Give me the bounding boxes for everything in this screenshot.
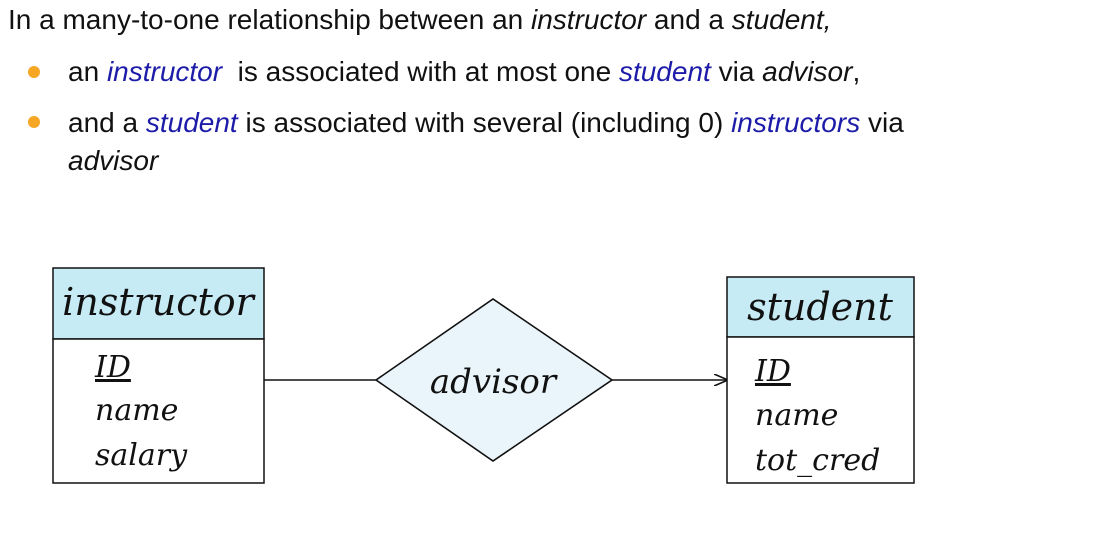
relationship-advisor-name: advisor bbox=[430, 362, 558, 402]
entity-instructor: instructor ID name salary bbox=[52, 267, 265, 484]
entity-instructor-attribute-salary: salary bbox=[95, 438, 188, 473]
entity-instructor-name: instructor bbox=[62, 280, 256, 324]
entity-student-key-attribute: ID bbox=[754, 354, 791, 389]
bullet2-instructors: instructors bbox=[731, 107, 861, 138]
bullet2-text-1: and a bbox=[68, 107, 146, 138]
entity-instructor-key-attribute: ID bbox=[94, 350, 131, 385]
entity-instructor-body bbox=[52, 338, 265, 484]
intro-entity-student: student, bbox=[731, 4, 832, 35]
bullet-dot-icon bbox=[28, 116, 40, 128]
bullet1-text-3: via bbox=[710, 56, 763, 87]
intro-prefix: In a many-to-one relationship between an bbox=[8, 4, 531, 35]
bullet2-text-2: is associated with several (including 0) bbox=[237, 107, 732, 138]
entity-student-body bbox=[726, 336, 915, 484]
bullet1-student: student bbox=[618, 56, 711, 87]
entity-student-attribute-tot-cred: tot_cred bbox=[755, 443, 880, 478]
bullet1-text-4: , bbox=[852, 56, 861, 87]
bullet1-text-1: an bbox=[68, 56, 107, 87]
intro-sentence: In a many-to-one relationship between an… bbox=[8, 4, 831, 36]
bullet2-student: student bbox=[145, 107, 238, 138]
bullet-dot-icon bbox=[28, 66, 40, 78]
bullet2-text-3: via bbox=[860, 107, 912, 138]
entity-student-name: student bbox=[747, 285, 894, 329]
bullet1-instructor: instructor bbox=[106, 56, 223, 87]
bullet-list: an instructor is associated with at most… bbox=[28, 54, 1068, 194]
bullet2-advisor: advisor bbox=[68, 145, 159, 176]
entity-instructor-attribute-name: name bbox=[95, 393, 178, 428]
intro-middle: and a bbox=[646, 4, 732, 35]
bullet-item-student: and a student is associated with several… bbox=[28, 104, 1068, 180]
bullet-item-instructor: an instructor is associated with at most… bbox=[28, 54, 1068, 90]
bullet1-advisor: advisor bbox=[762, 56, 853, 87]
intro-entity-instructor: instructor bbox=[531, 4, 647, 35]
entity-student: student ID name tot_cred bbox=[726, 276, 915, 484]
bullet1-text-2: is associated with at most one bbox=[222, 56, 619, 87]
entity-student-header bbox=[726, 276, 915, 338]
relationship-advisor: advisor bbox=[374, 298, 614, 462]
entity-student-attribute-name: name bbox=[755, 398, 838, 433]
